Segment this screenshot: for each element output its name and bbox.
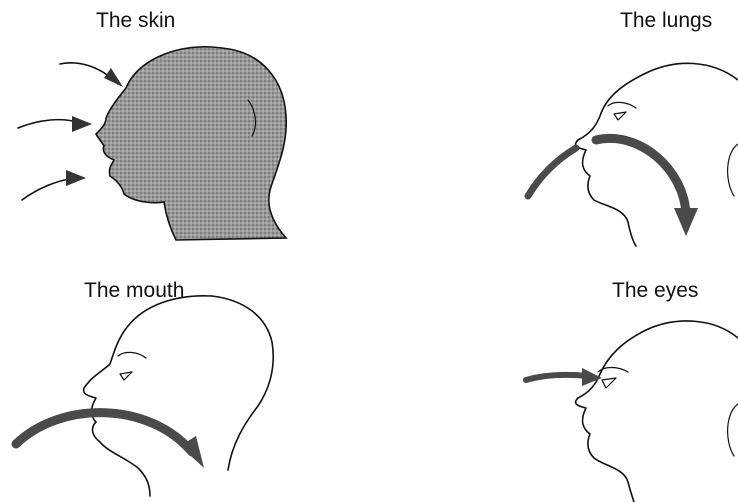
head-silhouette xyxy=(96,47,286,240)
eye-lungs xyxy=(614,112,626,120)
arrows-mouth xyxy=(16,413,204,468)
panel-label-lungs: The lungs xyxy=(620,9,712,32)
panel-lungs: The lungs xyxy=(528,9,738,246)
arrowhead-skin-middle xyxy=(72,116,92,132)
arrowhead-skin-bottom xyxy=(66,170,86,186)
panel-label-skin: The skin xyxy=(96,9,175,32)
panel-skin: The skin xyxy=(18,9,286,240)
head-outline-eyes xyxy=(576,321,738,502)
head-skin-exposure xyxy=(96,47,286,240)
eyebrow-mouth xyxy=(118,352,146,358)
ear-lungs xyxy=(728,144,738,196)
arrow-lungs-airway xyxy=(596,138,686,214)
eye-mouth xyxy=(120,372,132,380)
head-mouth-outline xyxy=(84,296,274,496)
panel-label-mouth: The mouth xyxy=(84,279,184,302)
arrowhead-lungs xyxy=(674,208,698,236)
arrows-lungs xyxy=(528,138,698,236)
arrowhead-skin-top xyxy=(104,68,123,87)
arrows-eyes xyxy=(526,368,602,386)
panel-label-eyes: The eyes xyxy=(612,279,698,302)
eyebrow-lungs xyxy=(608,102,636,108)
head-outline-mouth xyxy=(84,296,274,496)
arrow-eyes-contact xyxy=(526,375,588,380)
arrow-lungs-inhale xyxy=(528,148,576,196)
ear-eyes xyxy=(728,404,738,456)
eye-eyes xyxy=(602,378,616,388)
head-eyes-outline xyxy=(576,321,738,502)
panel-eyes: The eyes xyxy=(526,279,738,502)
panel-mouth: The mouth xyxy=(16,279,273,496)
